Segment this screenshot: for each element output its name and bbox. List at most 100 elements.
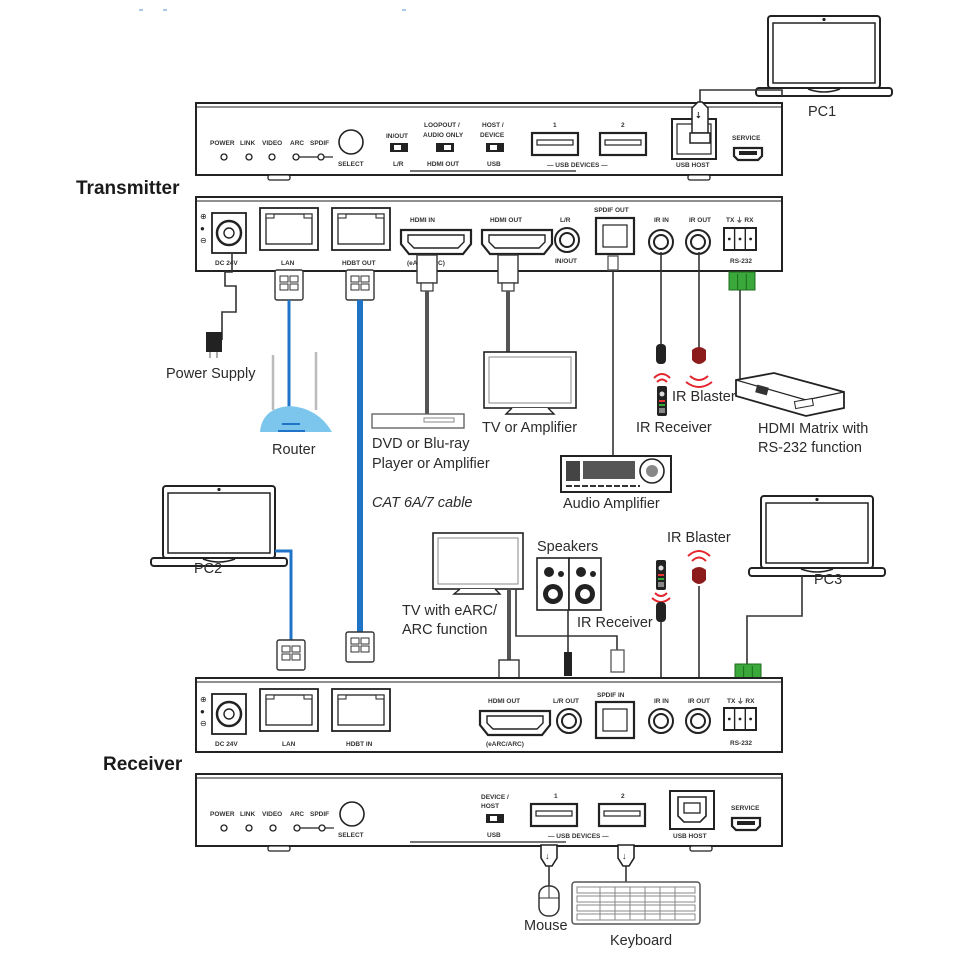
tx-hdmi-out-plug — [497, 254, 519, 292]
tx-rs232-top: TX ⏚ RX — [726, 216, 754, 224]
keyboard-usb-plug: ↓ — [617, 844, 635, 867]
audio-amplifier-icon — [560, 455, 672, 493]
tx-usb-port-2 — [598, 131, 648, 157]
rx-usb-host-label: USB HOST — [673, 833, 707, 840]
keyboard-label: Keyboard — [610, 933, 672, 949]
rx-lan-label: LAN — [282, 741, 296, 748]
rx-service-port — [730, 816, 762, 832]
speakers-label: Speakers — [537, 539, 598, 555]
rx-ir-in-jack — [648, 708, 674, 734]
power-supply-label: Power Supply — [166, 366, 256, 382]
power-cable — [221, 254, 237, 340]
tx-lr-sub: IN/OUT — [555, 258, 577, 265]
ir-receiver-tx-waves-icon — [653, 373, 671, 383]
tv-earc-label-1: TV with eARC/ — [402, 603, 498, 619]
tx-hdbt-plug — [345, 269, 375, 301]
ir-blaster-rx-waves-icon — [687, 550, 711, 562]
power-led-icon — [220, 153, 228, 161]
pc3-laptop — [748, 495, 886, 577]
rx-sw-top1: DEVICE / — [481, 794, 509, 801]
tx-sw3-top1: HOST / — [482, 122, 504, 129]
rx-led-label-video: VIDEO — [262, 811, 282, 818]
ir-blaster-tx-waves-icon — [685, 375, 713, 388]
hdmi-matrix-icon — [735, 372, 845, 417]
tx-sw3-bottom: USB — [487, 161, 501, 168]
tx-sw3-top2: DEVICE — [480, 132, 505, 139]
tv-amplifier-label: TV or Amplifier — [482, 420, 577, 436]
tx-service-label: SERVICE — [732, 135, 761, 142]
svg-text:⊖: ⊖ — [200, 236, 207, 245]
rx-usb2-label: 2 — [621, 793, 625, 800]
rx-hdmi-out-sub: (eARC/ARC) — [486, 741, 524, 748]
tx-rs232-terminal — [723, 227, 757, 251]
svg-text:●: ● — [200, 224, 205, 233]
tv-earc-icon — [432, 532, 524, 595]
keyboard-icon — [571, 881, 701, 925]
tx-select-label: SELECT — [338, 161, 364, 168]
tx-ir-out-label: IR OUT — [689, 217, 711, 224]
tx-usb-port-1 — [530, 131, 580, 157]
rx-power-led-icon — [220, 824, 228, 832]
svg-text:⊕: ⊕ — [200, 212, 207, 221]
tx-sw1-top: IN/OUT — [386, 133, 408, 140]
svg-text:↓: ↓ — [545, 851, 550, 861]
rx-rs232-terminal — [723, 707, 757, 731]
rx-usb-port-2 — [597, 802, 647, 828]
rx-hdbt-label: HDBT IN — [346, 741, 373, 748]
tx-usb2-label: 2 — [621, 122, 625, 129]
rx-select-label: SELECT — [338, 832, 364, 839]
rx-led-label-arc: ARC — [290, 811, 304, 818]
dvd-label-2: Player or Amplifier — [372, 456, 490, 472]
tx-usb-devices-label: — USB DEVICES — — [547, 162, 608, 169]
ir-blaster-rx-label: IR Blaster — [667, 530, 731, 546]
rx-spdif-plug — [610, 649, 625, 673]
dvd-label-1: DVD or Blu-ray — [372, 436, 470, 452]
tx-hdmi-out-port — [480, 228, 554, 256]
tx-sw2-top2: AUDIO ONLY — [423, 132, 464, 139]
tx-hdmi-out-label: HDMI OUT — [490, 217, 522, 224]
pc1-laptop — [755, 15, 893, 97]
ir-receiver-rx-waves-icon — [651, 592, 671, 603]
remote-control-icon — [657, 386, 667, 416]
rx-ir-out-label: IR OUT — [688, 698, 710, 705]
tx-select-button[interactable] — [338, 129, 364, 155]
led-label-spdif: SPDIF — [310, 140, 329, 147]
svg-text:⇣: ⇣ — [695, 111, 702, 120]
tx-dc-label: DC 24V — [215, 260, 238, 267]
rx-spdif-port — [594, 700, 636, 740]
ir-blaster-tx-emitter — [692, 347, 706, 364]
rx-usb-host-port — [669, 790, 715, 830]
rx-usb1-label: 1 — [554, 793, 558, 800]
rx-service-label: SERVICE — [731, 805, 760, 812]
led-label-power: POWER — [210, 140, 235, 147]
rx-sw-top2: HOST — [481, 803, 499, 810]
link-led-icon — [245, 153, 253, 161]
rx-ir-in-label: IR IN — [654, 698, 669, 705]
rx-remote-control-icon — [656, 560, 666, 590]
tx-lan-port — [259, 207, 319, 251]
tx-front-leds: POWER LINK VIDEO ARC SPDIF — [210, 140, 333, 161]
tx-hdbt-out-port — [331, 207, 391, 251]
tx-ir-in-label: IR IN — [654, 217, 669, 224]
receiver-title: Receiver — [103, 754, 183, 775]
svg-text:⊕: ⊕ — [200, 695, 207, 704]
ir-receiver-rx-label: IR Receiver — [577, 615, 653, 631]
rx-select-button[interactable] — [339, 801, 365, 827]
spdif-led-icon — [317, 153, 325, 161]
rx-rs232-bottom: RS-232 — [730, 740, 752, 747]
tx-spdif-label: SPDIF OUT — [594, 207, 629, 214]
pc3-cable — [746, 576, 803, 664]
rx-front-leds: POWER LINK VIDEO ARC SPDIF — [210, 811, 334, 832]
pc1-label: PC1 — [808, 104, 836, 120]
tx-spdif-plug — [607, 255, 619, 271]
tx-usb-host-label: USB HOST — [676, 162, 710, 169]
tx-lr-label: L/R — [560, 217, 571, 224]
tx-spdif-port — [594, 216, 636, 256]
pc2-label: PC2 — [194, 561, 222, 577]
pc2-cable — [275, 549, 293, 642]
ir-receiver-tx-sensor — [656, 344, 666, 364]
rx-arc-led-icon — [293, 824, 301, 832]
tv-amplifier-icon — [483, 351, 577, 415]
svg-text:●: ● — [200, 707, 205, 716]
video-led-icon — [268, 153, 276, 161]
